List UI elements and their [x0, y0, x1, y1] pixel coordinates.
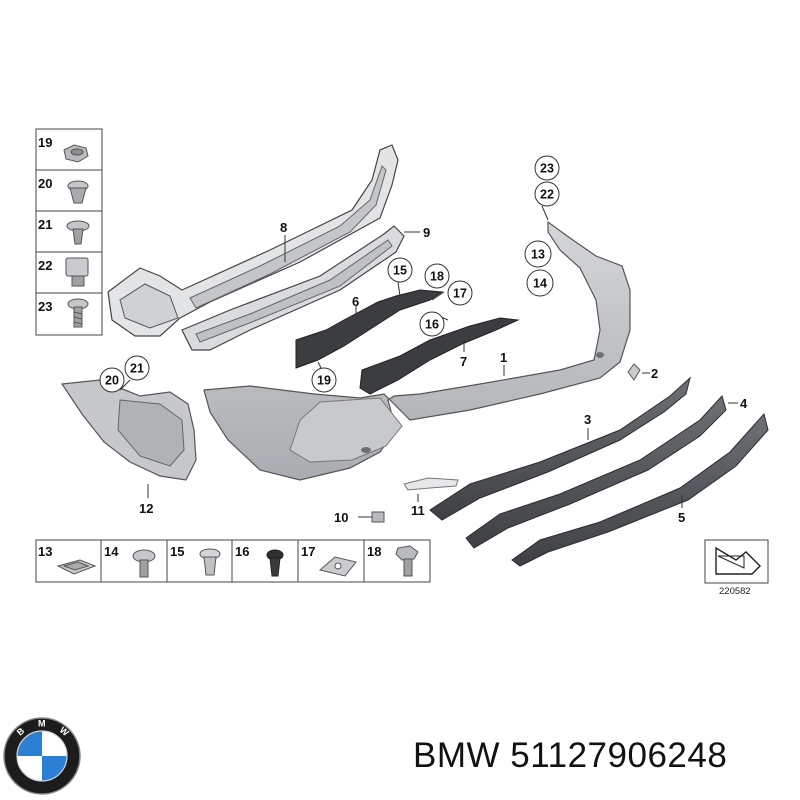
expansion-rivet-icon	[66, 220, 90, 245]
callout-23: 23	[540, 162, 554, 176]
callout-11: 11	[411, 503, 425, 518]
nut-icon	[63, 144, 89, 163]
part-3-trim-strip	[429, 376, 691, 521]
part-6-bracket	[295, 289, 444, 369]
callout-13: 13	[531, 248, 545, 262]
legend-label-23: 23	[38, 299, 52, 314]
callout-10: 10	[334, 510, 348, 525]
bolt-icon	[132, 549, 156, 578]
callout-4: 4	[740, 396, 748, 411]
part-4-trim-strip	[465, 395, 738, 549]
svg-text:B: B	[15, 725, 27, 737]
callout-1: 1	[500, 350, 507, 365]
callout-6: 6	[352, 294, 359, 309]
callout-12: 12	[139, 501, 153, 516]
u-clip-icon	[56, 559, 97, 575]
callout-20: 20	[105, 374, 119, 388]
part-2-clip	[627, 363, 650, 381]
bmw-logo: B M W	[3, 717, 81, 795]
callout-19: 19	[317, 374, 331, 388]
clip-nut-icon	[67, 180, 89, 204]
callout-7: 7	[460, 354, 467, 369]
legend-label-15: 15	[170, 544, 184, 559]
plastic-screw-icon	[199, 548, 221, 576]
part-9-carrier	[181, 225, 420, 351]
callout-18: 18	[430, 270, 444, 284]
callout-22: 22	[540, 188, 554, 202]
sheet-clip-icon	[318, 556, 357, 577]
legend-label-16: 16	[235, 544, 249, 559]
screw-icon	[67, 298, 89, 328]
legend-left: 19 20 21 22 23	[35, 128, 103, 336]
legend-label-20: 20	[38, 176, 52, 191]
legend-label-13: 13	[38, 544, 52, 559]
circled-callouts: 23 22 13 14 15 18 17 16 19 21 20	[99, 155, 560, 393]
callout-9: 9	[423, 225, 430, 240]
callout-17: 17	[453, 287, 467, 301]
part-5-trim-strip	[511, 412, 769, 567]
legend-label-21: 21	[38, 217, 52, 232]
diagram-ref-number: 220582	[719, 586, 751, 597]
part-8-carrier	[107, 144, 399, 337]
callout-3: 3	[584, 412, 591, 427]
legend-label-19: 19	[38, 135, 52, 150]
part-10-clip	[358, 511, 385, 523]
part-12-side-bracket	[60, 379, 197, 498]
part-caption: BMW 51127906248	[413, 736, 727, 776]
part-1-bumper-panel	[203, 220, 631, 481]
spring-nut-icon	[65, 257, 89, 287]
legend-label-18: 18	[367, 544, 381, 559]
callout-14: 14	[533, 277, 547, 291]
part-number: 51127906248	[510, 736, 728, 775]
orientation-box	[704, 539, 769, 584]
callout-15: 15	[393, 264, 407, 278]
legend-label-22: 22	[38, 258, 52, 273]
callout-16: 16	[425, 318, 439, 332]
push-rivet-icon	[266, 549, 284, 577]
callout-8: 8	[280, 220, 287, 235]
callout-21: 21	[130, 362, 144, 376]
legend-label-14: 14	[104, 544, 119, 559]
legend-bottom: 13 14 15 16 17 18	[35, 539, 431, 583]
part-7-bracket	[359, 317, 520, 395]
legend-label-17: 17	[301, 544, 315, 559]
part-11-strip	[403, 477, 459, 502]
svg-text:M: M	[38, 719, 46, 729]
brand-name: BMW	[413, 736, 501, 775]
flange-bolt-icon	[395, 545, 419, 577]
callout-2: 2	[651, 366, 658, 381]
callout-5: 5	[678, 510, 685, 525]
